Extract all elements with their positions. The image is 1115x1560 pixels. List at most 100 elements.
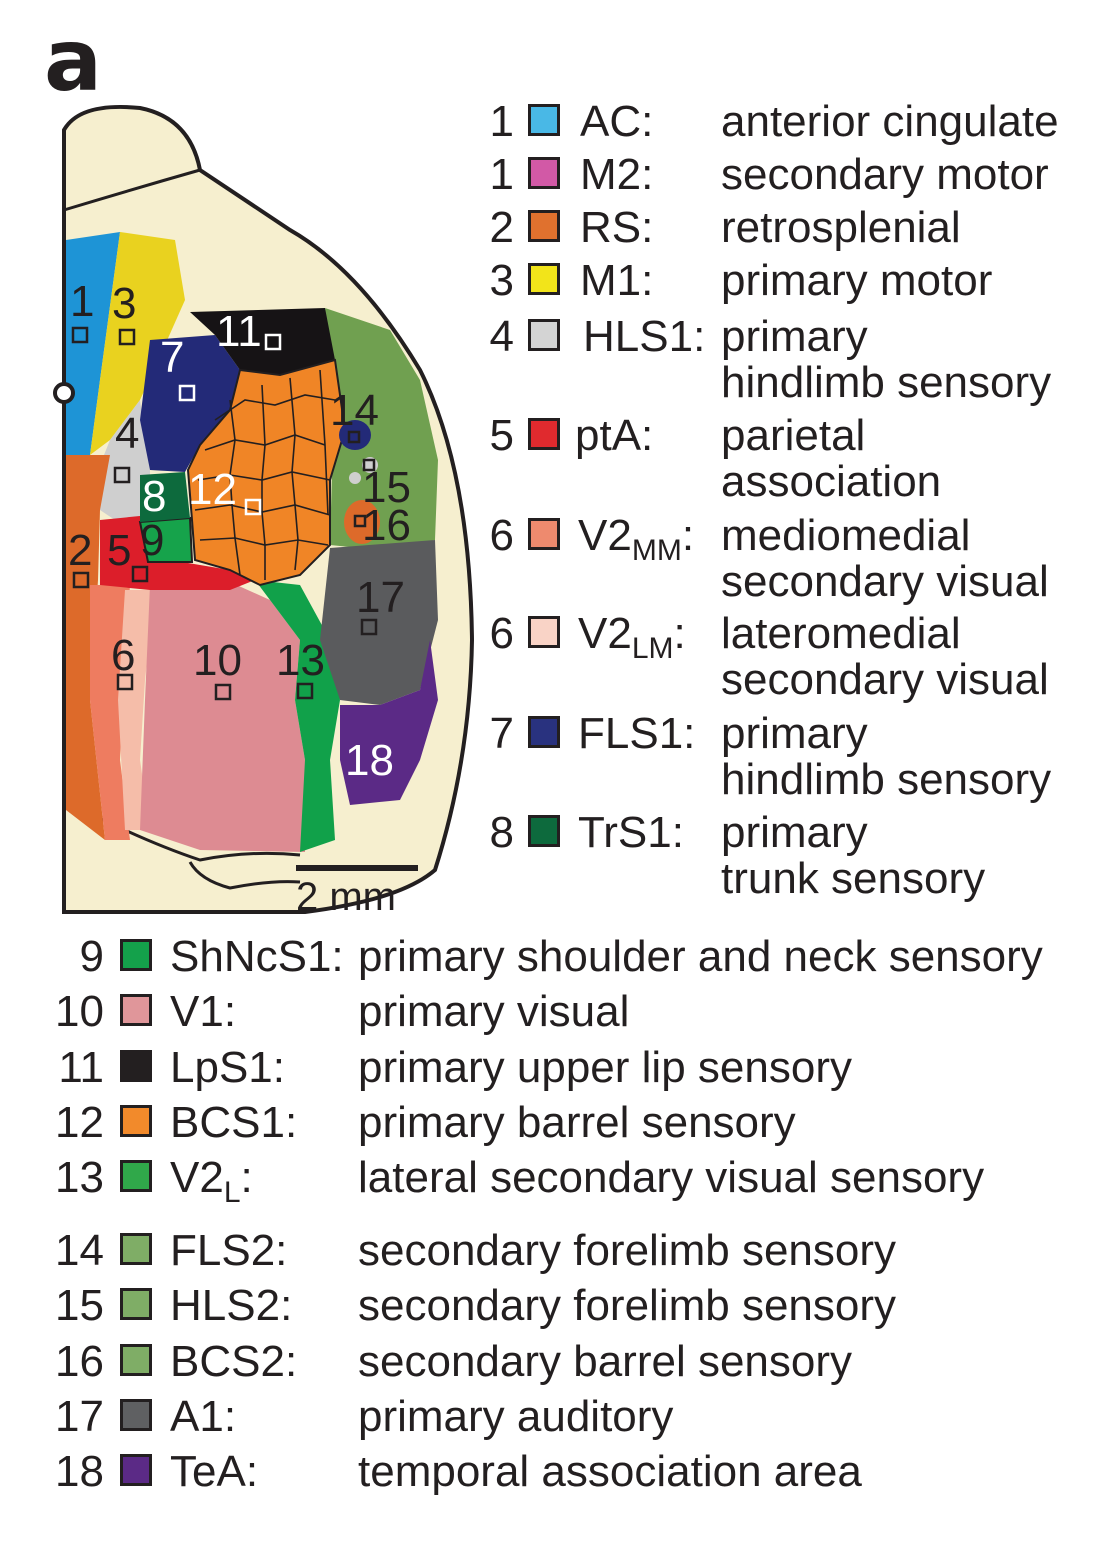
map-label: 15 bbox=[362, 463, 411, 512]
legend-desc: parietal bbox=[721, 411, 866, 460]
map-label: 12 bbox=[188, 465, 237, 514]
map-label: 10 bbox=[193, 636, 242, 685]
legend-num: 18 bbox=[55, 1447, 104, 1496]
region-trs1 bbox=[140, 472, 190, 522]
legend-abbr: TrS1: bbox=[578, 808, 684, 857]
legend-abbr: V1: bbox=[170, 987, 237, 1036]
legend-swatch bbox=[120, 1050, 152, 1082]
map-label: 5 bbox=[107, 526, 131, 575]
region-v2l bbox=[255, 580, 340, 852]
legend-num: 5 bbox=[489, 411, 514, 460]
legend-desc: secondary forelimb sensory bbox=[358, 1226, 897, 1275]
legend-num: 1 bbox=[489, 150, 514, 199]
legend-num: 14 bbox=[55, 1226, 104, 1275]
region-m1 bbox=[90, 232, 185, 455]
legend-num: 13 bbox=[55, 1153, 104, 1202]
legend-desc: primary bbox=[721, 709, 868, 758]
legend-swatch bbox=[120, 1454, 152, 1486]
legend-swatch bbox=[120, 1233, 152, 1265]
legend-swatch bbox=[120, 1399, 152, 1431]
legend-num: 2 bbox=[489, 203, 514, 252]
legend-desc-2: hindlimb sensory bbox=[721, 755, 1052, 804]
legend-num: 1 bbox=[489, 97, 514, 146]
legend-desc: primary upper lip sensory bbox=[358, 1043, 852, 1092]
legend-swatch bbox=[120, 1288, 152, 1320]
legend-abbr: LpS1: bbox=[170, 1043, 285, 1092]
legend-desc: anterior cingulate bbox=[721, 97, 1059, 146]
legend-num: 12 bbox=[55, 1098, 104, 1147]
map-label: 2 bbox=[68, 526, 92, 575]
legend-desc: lateral secondary visual sensory bbox=[358, 1153, 985, 1202]
legend-abbr: V2L: bbox=[170, 1153, 253, 1209]
map-label: 8 bbox=[142, 472, 166, 521]
legend-num: 11 bbox=[58, 1043, 104, 1092]
legend-desc: temporal association area bbox=[358, 1447, 862, 1496]
legend-desc-2: secondary visual bbox=[721, 655, 1049, 704]
legend-swatch bbox=[528, 263, 560, 295]
olfactory-line bbox=[63, 168, 201, 212]
legend-swatch bbox=[120, 994, 152, 1026]
legend-num: 6 bbox=[489, 609, 514, 658]
legend-swatch bbox=[120, 1160, 152, 1192]
region-fls2 bbox=[339, 420, 371, 450]
map-label: 16 bbox=[362, 501, 411, 550]
region-v2mm bbox=[90, 585, 130, 840]
legend-abbr: M2: bbox=[580, 150, 654, 199]
legend-abbr: RS: bbox=[580, 203, 654, 252]
legend-desc-2: hindlimb sensory bbox=[721, 358, 1052, 407]
legend-abbr: FLS2: bbox=[170, 1226, 288, 1275]
legend-desc-2: association bbox=[721, 457, 942, 506]
region-v1 bbox=[140, 582, 305, 852]
legend-desc: primary bbox=[721, 808, 868, 857]
map-label: 1 bbox=[70, 277, 94, 326]
legend-abbr: M1: bbox=[580, 256, 654, 305]
legend-desc-2: trunk sensory bbox=[721, 854, 986, 903]
map-label: 6 bbox=[111, 631, 135, 680]
region-bcs1 bbox=[186, 358, 347, 587]
legend-desc: primary visual bbox=[358, 987, 630, 1036]
legend-num: 8 bbox=[489, 808, 514, 857]
recording-sites bbox=[71, 326, 378, 701]
legend-num: 4 bbox=[489, 312, 514, 361]
legend-desc: mediomedial bbox=[721, 511, 971, 560]
map-label: 11 bbox=[216, 307, 262, 356]
legend-abbr: BCS1: bbox=[170, 1098, 298, 1147]
map-label: 9 bbox=[140, 516, 164, 565]
map-label: 17 bbox=[356, 573, 405, 622]
map-label: 13 bbox=[276, 636, 325, 685]
region-ac bbox=[66, 232, 120, 455]
map-label: 18 bbox=[345, 736, 394, 785]
region-a1 bbox=[320, 540, 438, 705]
legend-swatch bbox=[528, 716, 560, 748]
map-label: 14 bbox=[330, 386, 379, 435]
legend-desc: primary auditory bbox=[358, 1392, 674, 1441]
legend-desc: primary motor bbox=[721, 256, 993, 305]
legend-desc: primary shoulder and neck sensory bbox=[358, 932, 1043, 981]
legend-swatch bbox=[120, 939, 152, 971]
region-bcs2 bbox=[344, 500, 380, 544]
legend-abbr: V2LM: bbox=[578, 609, 686, 665]
legend-abbr: BCS2: bbox=[170, 1337, 298, 1386]
legend-abbr: V2MM: bbox=[578, 511, 695, 567]
legend-swatch bbox=[120, 1344, 152, 1376]
legend-desc: secondary barrel sensory bbox=[358, 1337, 853, 1386]
legend-desc: retrosplenial bbox=[721, 203, 961, 252]
legend-abbr: HLS2: bbox=[170, 1281, 293, 1330]
barrel-cells bbox=[194, 369, 336, 580]
legend-swatch bbox=[528, 518, 560, 550]
legend-swatch bbox=[528, 104, 560, 136]
legend-desc: lateromedial bbox=[721, 609, 961, 658]
legend-abbr: FLS1: bbox=[578, 709, 696, 758]
legend-swatch bbox=[528, 616, 560, 648]
legend-swatch bbox=[528, 157, 560, 189]
legend-desc: primary barrel sensory bbox=[358, 1098, 796, 1147]
region-hls2-b bbox=[349, 472, 361, 484]
legend-abbr: HLS1: bbox=[583, 312, 706, 361]
map-label: 7 bbox=[160, 333, 184, 382]
legend-num: 16 bbox=[55, 1337, 104, 1386]
legend-num: 15 bbox=[55, 1281, 104, 1330]
legend-num: 6 bbox=[489, 511, 514, 560]
bregma-marker bbox=[53, 382, 75, 404]
legend-swatch bbox=[528, 319, 560, 351]
